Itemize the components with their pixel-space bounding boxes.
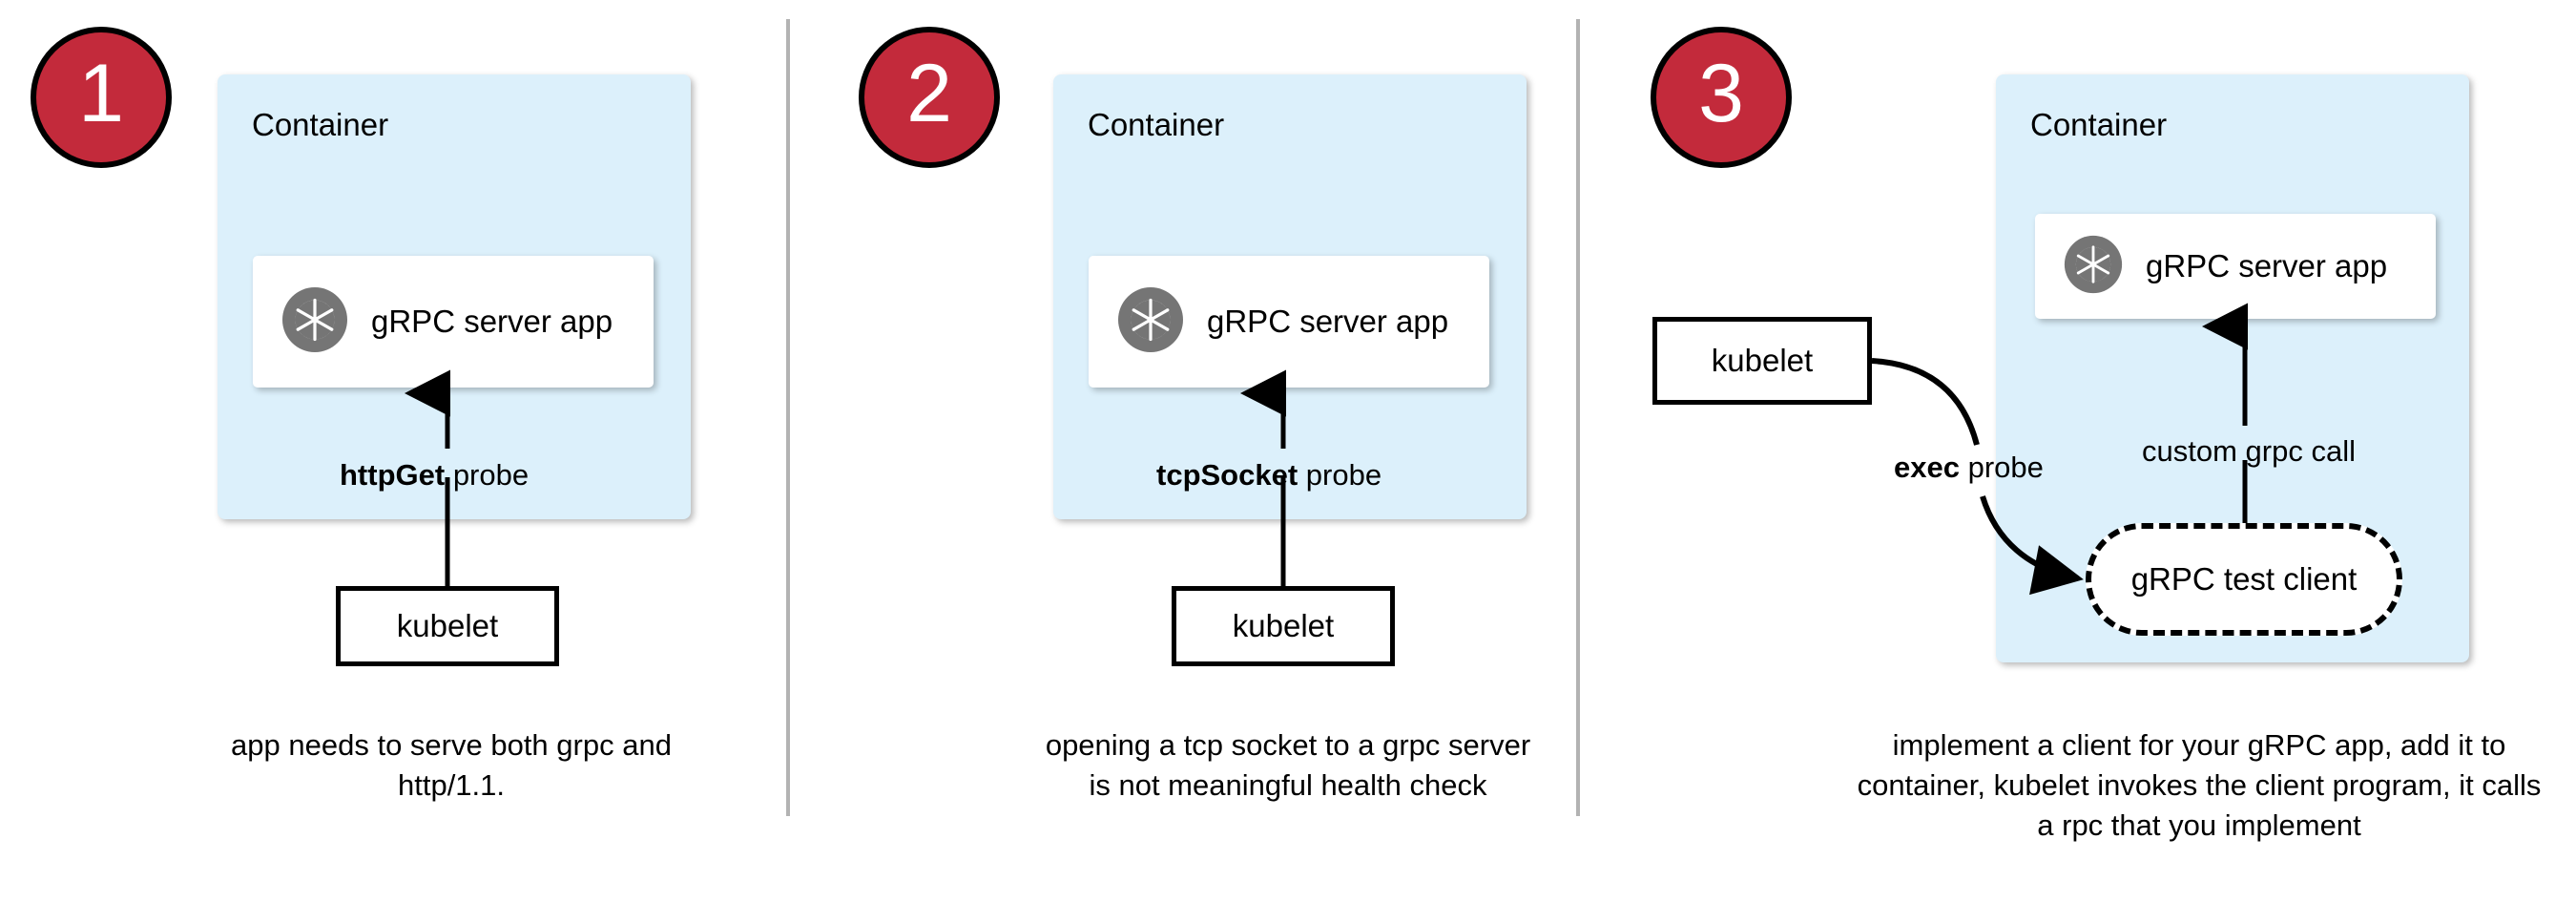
- custom-grpc-call-label: custom grpc call: [2142, 434, 2356, 468]
- probe-label-1: httpGet probe: [340, 458, 529, 493]
- panel-caption-1: app needs to serve both grpc and http/1.…: [231, 728, 672, 802]
- step-badge-3-label: 3: [1698, 48, 1744, 139]
- grpc-aperture-icon: [2064, 235, 2123, 299]
- step-badge-3: 3: [1651, 27, 1792, 168]
- container-label-3: Container: [2030, 107, 2168, 142]
- probe-label-1-rest: probe: [445, 458, 530, 492]
- probe-label-3-rest: probe: [1959, 451, 2044, 484]
- container-label-2: Container: [1088, 107, 1225, 142]
- probe-label-3: exec probe: [1894, 451, 2044, 485]
- grpc-server-app-card-2: gRPC server app: [1089, 256, 1489, 388]
- panel-caption-3: implement a client for your gRPC app, ad…: [1857, 728, 2542, 842]
- probe-label-3-bold: exec: [1894, 451, 1960, 484]
- grpc-server-app-label-2: gRPC server app: [1207, 304, 1449, 339]
- grpc-test-client-pill: gRPC test client: [2086, 523, 2402, 636]
- kubelet-label-3: kubelet: [1711, 343, 1814, 378]
- grpc-test-client-label: gRPC test client: [2130, 561, 2358, 597]
- grpc-server-app-card-1: gRPC server app: [253, 256, 654, 388]
- container-label-1: Container: [252, 107, 389, 142]
- grpc-aperture-icon: [281, 286, 348, 358]
- grpc-server-app-label-3: gRPC server app: [2146, 248, 2388, 283]
- panel-divider-1: [786, 19, 790, 816]
- step-badge-2: 2: [859, 27, 1000, 168]
- probe-label-1-bold: httpGet: [340, 458, 446, 492]
- panel-caption-2: opening a tcp socket to a grpc server is…: [1045, 728, 1531, 802]
- panel-divider-2: [1576, 19, 1580, 816]
- kubelet-box-3: kubelet: [1652, 317, 1872, 405]
- grpc-server-app-label-1: gRPC server app: [371, 304, 613, 339]
- grpc-aperture-icon: [1117, 286, 1184, 358]
- arrow-exec-probe-upper: [1871, 358, 1980, 446]
- step-badge-1-label: 1: [78, 48, 124, 139]
- kubelet-label-1: kubelet: [396, 608, 499, 643]
- grpc-server-app-card-3: gRPC server app: [2035, 214, 2436, 319]
- probe-label-2: tcpSocket probe: [1156, 458, 1381, 493]
- probe-label-2-rest: probe: [1298, 458, 1382, 492]
- kubelet-label-2: kubelet: [1232, 608, 1335, 643]
- step-badge-1: 1: [31, 27, 172, 168]
- probe-label-2-bold: tcpSocket: [1156, 458, 1298, 492]
- step-badge-2-label: 2: [906, 48, 952, 139]
- kubelet-box-2: kubelet: [1172, 586, 1395, 666]
- kubelet-box-1: kubelet: [336, 586, 559, 666]
